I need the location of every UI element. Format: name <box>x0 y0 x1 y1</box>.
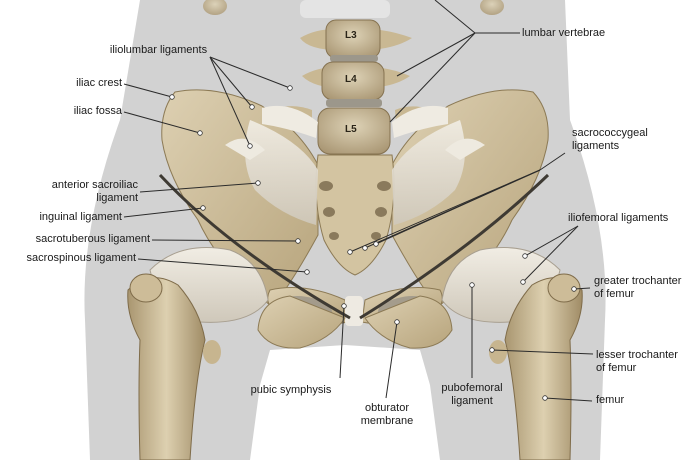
label-sacrococcygeal-ligaments: sacrococcygeal ligaments <box>572 127 648 152</box>
right-sacroiliac-ligament <box>392 120 465 225</box>
vertebra-label-l4: L4 <box>345 74 357 85</box>
right-greater-trochanter <box>547 273 581 303</box>
label-iliac-crest: iliac crest <box>76 77 122 89</box>
right-ischium <box>364 295 453 349</box>
left-iliolumbar-ligament <box>262 105 318 138</box>
pubic-symphysis-disc <box>345 296 363 326</box>
right-inguinal-ligament <box>359 173 550 320</box>
label-sacrospinous-ligament: sacrospinous ligament <box>26 252 136 264</box>
label-iliac-fossa: iliac fossa <box>73 105 122 117</box>
left-sacroiliac-ligament <box>245 120 318 225</box>
left-greater-trochanter <box>129 273 163 303</box>
left-posterior-ligament-band <box>225 138 265 160</box>
leader-lines <box>123 0 594 402</box>
right-posterior-ligament-band <box>445 138 485 160</box>
left-femur <box>127 277 206 460</box>
label-inguinal-ligament: inguinal ligament <box>39 211 122 223</box>
label-obturator-membrane: obturator membrane <box>360 402 414 427</box>
label-anterior-sacroiliac-ligament: anterior sacroiliac ligament <box>51 179 138 204</box>
label-pubofemoral-ligament: pubofemoral ligament <box>441 382 503 407</box>
label-lumbar-vertebrae: lumbar vertebrae <box>522 27 606 39</box>
left-lesser-trochanter <box>203 340 221 364</box>
right-lesser-trochanter <box>489 340 507 364</box>
leader-dots <box>169 85 577 401</box>
vertebra-label-l5: L5 <box>345 124 357 135</box>
vertebra-label-l3: L3 <box>345 30 357 41</box>
right-iliolumbar-ligament <box>392 105 448 138</box>
upper-vertebra <box>203 0 504 18</box>
label-iliolumbar-ligaments: iliolumbar ligaments <box>109 44 208 56</box>
label-femur: femur <box>596 394 625 406</box>
label-sacrotuberous-ligament: sacrotuberous ligament <box>35 233 150 245</box>
left-ischium <box>257 295 346 349</box>
label-pubic-symphysis: pubic symphysis <box>250 384 332 396</box>
label-lesser-trochanter: lesser trochanter of femur <box>596 349 678 374</box>
left-inguinal-ligament <box>158 173 351 320</box>
right-femur <box>504 277 583 460</box>
label-greater-trochanter: greater trochanter of femur <box>594 275 682 300</box>
label-iliofemoral-ligaments: iliofemoral ligaments <box>568 212 669 224</box>
